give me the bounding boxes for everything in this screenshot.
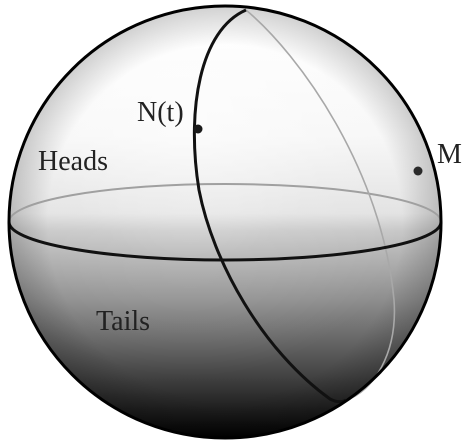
sphere-rim-shade xyxy=(9,6,441,438)
state-label-n-t: N(t) xyxy=(137,97,184,128)
tails-label: Tails xyxy=(96,306,150,337)
measurement-point-m xyxy=(414,167,423,176)
state-point-n xyxy=(194,125,203,134)
point-label-m: M xyxy=(437,139,462,170)
heads-label: Heads xyxy=(38,146,108,177)
